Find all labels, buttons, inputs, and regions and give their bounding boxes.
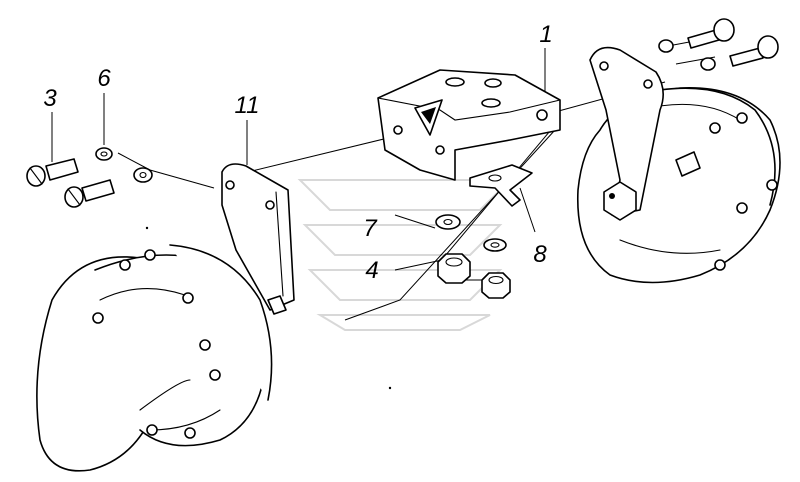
callout-11: 11	[235, 92, 260, 119]
central-bracket	[377, 69, 561, 181]
callout-3: 3	[43, 85, 57, 112]
bolt-left-lower	[64, 179, 115, 208]
washer-left-upper	[95, 147, 113, 161]
bolt-left-upper	[26, 158, 79, 187]
callout-4: 4	[365, 257, 378, 284]
left-horn	[36, 244, 287, 472]
nut-center-lower	[481, 272, 511, 299]
left-mounting-bracket	[221, 163, 295, 311]
callout-8: 8	[533, 241, 547, 268]
bolt-right-upper	[687, 18, 735, 49]
right-mounting-bracket	[589, 46, 664, 221]
callout-7: 7	[363, 215, 378, 242]
washer-center-upper	[435, 214, 461, 230]
washer-left-lower	[133, 167, 153, 183]
nut-center-upper	[437, 253, 471, 284]
washer-right-lower	[700, 57, 716, 71]
callout-6: 6	[97, 65, 111, 92]
clip	[469, 164, 533, 207]
scan-dot	[145, 226, 149, 230]
scan-dot	[388, 386, 392, 390]
callout-1: 1	[539, 21, 552, 48]
watermark-logo	[297, 179, 513, 331]
washer-center-lower	[483, 238, 507, 252]
washer-right-upper	[658, 39, 674, 53]
bolt-right-lower	[729, 35, 779, 67]
